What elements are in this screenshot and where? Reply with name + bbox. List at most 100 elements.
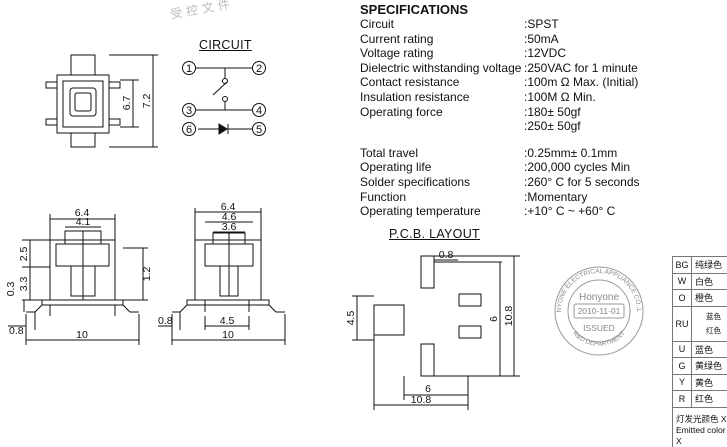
spec-value: :50mA [524, 31, 559, 46]
technical-drawings: 1 2 3 4 6 5 6.7 7.2 6.4 4.1 2.5 3.3 0.3 … [0, 0, 644, 410]
color-name: 橙色 [695, 293, 714, 304]
spec-value: :250± 50gf [524, 119, 581, 134]
pcb-dim-4-5: 4.5 [345, 311, 357, 326]
spec-key: Circuit [360, 17, 395, 31]
color-code: RU [673, 306, 692, 341]
circuit-pin-3: 3 [186, 105, 192, 117]
front-dim-0-8: 0.8 [9, 325, 24, 337]
spec-key: Solder specifications [360, 174, 471, 189]
side-dim-6-4: 6.4 [221, 201, 236, 213]
stamp-date: 2010-11-01 [578, 306, 621, 316]
pcb-dim-6-vertical: 6 [488, 316, 500, 322]
spec-value: :180± 50gf [524, 104, 581, 119]
spec-row: :250± 50gf [360, 119, 640, 134]
spec-row: Operating temperature :+10° C ~ +60° C [360, 204, 640, 219]
spec-row: Operating force :180± 50gf [360, 105, 640, 120]
color-name-1: 蓝色 [706, 311, 721, 321]
color-code: W [673, 273, 692, 289]
circuit-pin-4: 4 [256, 105, 262, 117]
front-dim-3-3: 3.3 [18, 277, 30, 292]
color-table-footer: 灯发光颜色 X Emitted color X [672, 407, 727, 447]
pcb-dim-10-8-horizontal: 10.8 [411, 394, 432, 406]
color-name: 黄色 [695, 377, 714, 388]
spec-key: Total travel [360, 145, 419, 160]
spec-row: Operating life :200,000 cycles Min [360, 160, 640, 175]
circuit-title: CIRCUIT [199, 38, 252, 52]
top-dim-7-2: 7.2 [141, 94, 153, 109]
pcb-dim-10-8-vertical: 10.8 [503, 306, 515, 327]
spec-value: :200,000 cycles Min [524, 160, 631, 175]
front-dim-10: 10 [76, 329, 88, 341]
spec-value: :+10° C ~ +60° C [524, 204, 616, 219]
circuit-pin-6: 6 [186, 124, 192, 136]
spec-key: Function [360, 189, 407, 204]
footer-cn: 灯发光颜色 X [676, 413, 727, 424]
color-name: 纯绿色 [695, 260, 723, 271]
issued-stamp [554, 266, 644, 356]
circuit-pin-2: 2 [256, 63, 262, 75]
color-code: O [673, 290, 692, 306]
color-name: 蓝色 [695, 344, 714, 355]
front-dim-0-3: 0.3 [5, 282, 17, 297]
spec-key: Operating temperature [360, 204, 481, 219]
spec-row: Current rating :50mA [360, 32, 640, 47]
color-code: R [673, 391, 692, 407]
circuit-pin-5: 5 [256, 124, 262, 136]
side-dim-10: 10 [222, 329, 234, 341]
spec-value: :100m Ω Max. (Initial) [524, 75, 639, 90]
pcb-dim-6-horizontal: 6 [425, 383, 431, 395]
side-dim-4-5: 4.5 [220, 315, 235, 327]
spec-key: Insulation resistance [360, 89, 470, 104]
spec-value: :260° C for 5 seconds [524, 174, 640, 189]
color-code: U [673, 341, 692, 357]
spec-key: Operating force [360, 104, 443, 119]
spec-value: :100M Ω Min. [524, 89, 596, 104]
spec-key: Contact resistance [360, 75, 460, 90]
top-view-drawing [45, 54, 158, 148]
side-view-drawing [158, 208, 286, 345]
pcb-dim-0-8: 0.8 [439, 249, 454, 261]
spec-key: Dielectric withstanding voltage [360, 60, 522, 75]
footer-en: Emitted color X [676, 424, 726, 446]
stamp-brand: Honyone [579, 292, 619, 303]
spec-value: :Momentary [524, 189, 588, 204]
top-dim-6-7: 6.7 [121, 96, 133, 111]
spec-row: Insulation resistance :100M Ω Min. [360, 90, 640, 105]
spec-row: Dielectric withstanding voltage:250VAC f… [360, 61, 640, 76]
spec-row: Circuit :SPST [360, 17, 640, 32]
spec-key: Voltage rating [360, 46, 434, 61]
front-dim-6-4: 6.4 [75, 207, 90, 219]
circuit-diagram [182, 61, 266, 136]
specifications-title: SPECIFICATIONS [360, 2, 469, 17]
circuit-pin-1: 1 [186, 63, 192, 75]
spec-row: Solder specifications :260° C for 5 secon… [360, 175, 640, 190]
spec-value: :0.25mm± 0.1mm [524, 145, 618, 160]
spec-value: :250VAC for 1 minute [524, 60, 638, 75]
spec-value: :12VDC [524, 46, 567, 61]
spec-row: Voltage rating :12VDC [360, 46, 640, 61]
color-name: 黄绿色 [695, 361, 723, 372]
spec-value: :SPST [524, 17, 559, 31]
front-dim-2-5: 2.5 [18, 247, 30, 262]
color-name: 白色 [695, 276, 714, 287]
spec-row: Total travel :0.25mm± 0.1mm [360, 146, 640, 161]
side-dim-4-6: 4.6 [222, 211, 237, 223]
color-code: BG [673, 257, 692, 273]
pcb-layout-title: P.C.B. LAYOUT [389, 227, 480, 241]
color-code: Y [673, 374, 692, 390]
spec-key: Current rating [360, 31, 434, 46]
front-dim-4-1: 4.1 [76, 216, 91, 228]
side-dim-3-6: 3.6 [222, 221, 237, 233]
spec-key: Operating life [360, 160, 432, 175]
side-dim-0-8: 0.8 [158, 315, 173, 327]
front-view-drawing [8, 214, 148, 345]
pcb-layout-drawing [352, 255, 520, 410]
